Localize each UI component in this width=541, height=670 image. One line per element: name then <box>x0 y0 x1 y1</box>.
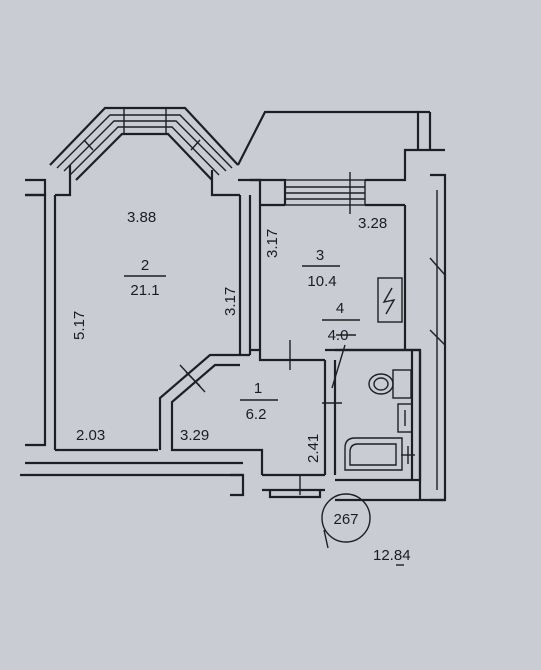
room-1-area: 6.2 <box>246 406 267 423</box>
hall-side-dim: 2.41 <box>305 434 322 463</box>
room-3-number: 3 <box>316 247 324 264</box>
room-2-number: 2 <box>141 257 149 274</box>
room-1-number: 1 <box>254 380 262 397</box>
room-2-left-length: 5.17 <box>71 311 88 340</box>
room-4-area: 4.0 <box>328 327 349 344</box>
bathroom <box>335 348 422 482</box>
room-3-area: 10.4 <box>307 273 336 290</box>
bay-window <box>49 106 239 181</box>
apartment-number: 267 <box>333 511 358 528</box>
room-3-width-label: 3.28 <box>358 215 387 232</box>
room-3-left-dim: 3.17 <box>264 229 281 258</box>
room-2-width-label: 3.88 <box>127 209 156 226</box>
room-1-walls <box>158 353 342 499</box>
room-2-right-length: 3.17 <box>222 287 239 316</box>
room-2-bottom-dim: 2.03 <box>76 427 105 444</box>
room-3-walls <box>237 110 445 350</box>
room-2-walls <box>20 165 252 477</box>
hall-bottom-dim: 3.29 <box>180 427 209 444</box>
apartment-number-circle <box>321 493 371 543</box>
room-4-number: 4 <box>336 300 344 317</box>
total-area-label: 12.84 <box>373 547 411 564</box>
room-2-area: 21.1 <box>130 282 159 299</box>
outer-walls-right <box>335 173 447 502</box>
